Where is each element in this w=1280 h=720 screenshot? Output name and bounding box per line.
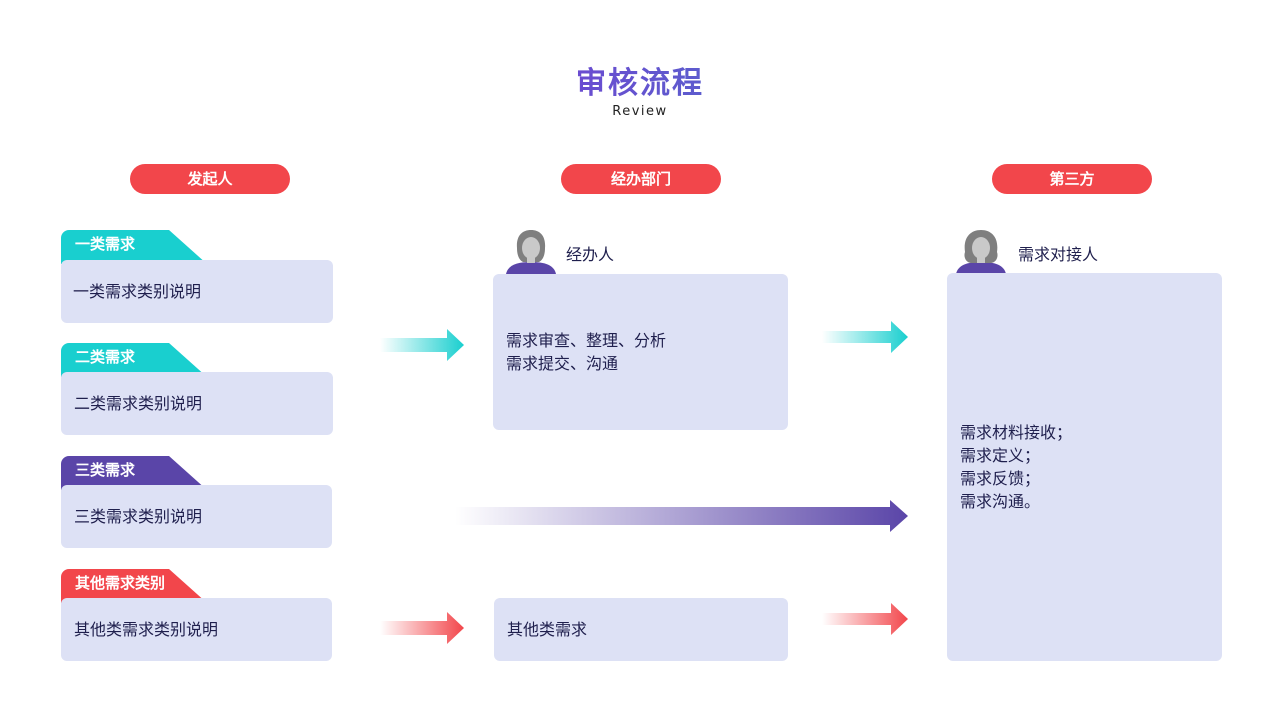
- category-tab-1: 一类需求: [61, 230, 207, 264]
- category-card-1: 一类需求类别说明: [61, 260, 333, 323]
- category-card-2: 二类需求类别说明: [61, 372, 333, 435]
- column-header-initiator: 发起人: [130, 164, 290, 194]
- category-card-3: 三类需求类别说明: [61, 485, 332, 548]
- page-title: 审核流程: [0, 58, 1280, 102]
- column-header-department: 经办部门: [561, 164, 721, 194]
- column-header-third-party: 第三方: [992, 164, 1152, 194]
- handler-other-card: 其他类需求: [494, 598, 788, 661]
- contact-avatar-icon: [956, 230, 1006, 274]
- category-desc-3: 三类需求类别说明: [74, 507, 203, 526]
- page-subtitle: Review: [612, 104, 668, 119]
- category-desc-4: 其他类需求类别说明: [74, 620, 219, 639]
- category-card-4: 其他类需求类别说明: [61, 598, 332, 661]
- handler-other-text: 其他类需求: [507, 620, 588, 639]
- contact-line-3: 需求反馈；: [960, 469, 1041, 488]
- arrow-other-to-contact: [822, 603, 908, 635]
- arrow-category3-to-contact: [455, 500, 908, 532]
- contact-label: 需求对接人: [1018, 245, 1099, 264]
- arrow-other-to-handler: [380, 612, 464, 644]
- contact-line-2: 需求定义；: [960, 446, 1041, 465]
- handler-avatar-icon: [506, 230, 556, 274]
- contact-card: 需求材料接收； 需求定义； 需求反馈； 需求沟通。: [947, 273, 1222, 661]
- handler-label: 经办人: [566, 245, 615, 264]
- category-desc-1: 一类需求类别说明: [73, 282, 202, 301]
- handler-card: 需求审查、整理、分析 需求提交、沟通: [493, 274, 788, 430]
- category-desc-2: 二类需求类别说明: [74, 394, 203, 413]
- arrow-initiator-to-handler: [380, 329, 464, 361]
- handler-line-1: 需求审查、整理、分析: [506, 331, 667, 350]
- category-tab-4: 其他需求类别: [61, 569, 207, 603]
- contact-line-4: 需求沟通。: [960, 492, 1041, 511]
- contact-line-1: 需求材料接收；: [960, 423, 1073, 442]
- handler-line-2: 需求提交、沟通: [506, 354, 619, 373]
- arrow-handler-to-contact: [822, 321, 908, 353]
